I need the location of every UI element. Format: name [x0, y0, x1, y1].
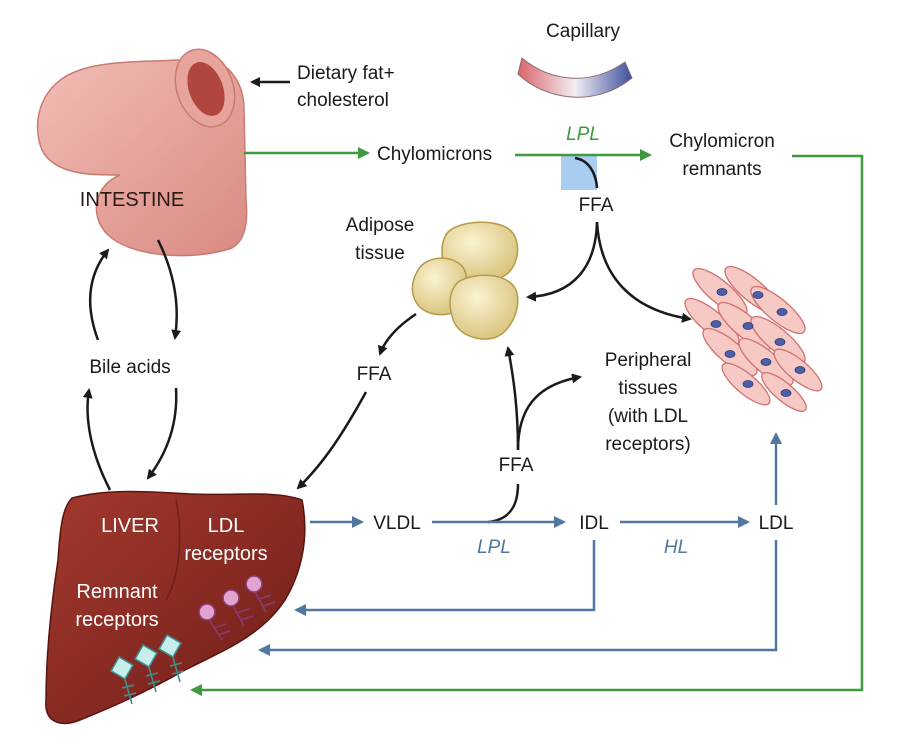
- adipose-label-line1: Adipose: [346, 215, 415, 236]
- ldl-label: LDL: [759, 513, 794, 534]
- lpl-bottom-label: LPL: [477, 537, 511, 558]
- ffa-to-liver-arrow: [296, 391, 368, 490]
- remnant-receptors-label-line2: receptors: [75, 609, 158, 631]
- intestine-to-bile-arrow: [156, 239, 182, 340]
- dietary-label-line1: Dietary fat+: [297, 63, 395, 84]
- liver-icon: [45, 490, 306, 725]
- ffa-to-adipose-arrow: [526, 221, 599, 302]
- ffa-mid-label: FFA: [499, 455, 534, 476]
- ffa-to-peripheral-arrow: [516, 373, 582, 451]
- adipose-to-ffa-arrow: [377, 312, 417, 356]
- intestine-label: INTESTINE: [80, 189, 184, 211]
- ffa-release-curve: [574, 156, 599, 189]
- ldl-to-liver-arrow: [258, 540, 778, 656]
- chylo-remnants-label-line1: Chylomicron: [669, 131, 775, 152]
- peripheral-label-line1: Peripheral: [605, 350, 692, 371]
- bile-acids-label: Bile acids: [89, 357, 170, 378]
- chylomicrons-label: Chylomicrons: [377, 144, 492, 165]
- ldl-receptor-icons: [198, 575, 276, 641]
- liver-to-bile-arrow: [82, 388, 112, 491]
- chylo-remnants-label-line2: remnants: [682, 159, 761, 180]
- adipose-tissue-icon: [411, 221, 519, 340]
- dietary-label-line2: cholesterol: [297, 90, 389, 111]
- ffa-to-adipose-up-arrow: [504, 346, 520, 451]
- intestine-icon: [36, 48, 248, 257]
- peripheral-label-line4: receptors): [605, 434, 691, 455]
- remnant-receptors-label-line1: Remnant: [76, 581, 158, 603]
- ldl-receptors-label-line2: receptors: [184, 543, 267, 565]
- idl-to-liver-arrow: [294, 540, 596, 616]
- peripheral-tissue-icon: [684, 265, 823, 412]
- bile-to-intestine-arrow: [88, 248, 110, 341]
- bile-to-liver-arrow: [146, 387, 178, 480]
- vldl-label: VLDL: [373, 513, 421, 534]
- capillary-icon: [517, 57, 633, 98]
- cell-nuclei: [710, 288, 806, 397]
- liver-label: LIVER: [101, 515, 159, 537]
- liver-lobe-line: [165, 499, 181, 601]
- lpl-top-label: LPL: [566, 124, 600, 145]
- ffa-to-muscle-arrow: [595, 221, 692, 323]
- adipose-label-line2: tissue: [355, 243, 405, 264]
- ffa-left-label: FFA: [357, 364, 392, 385]
- peripheral-label-line3: (with LDL: [608, 406, 688, 427]
- ldl-receptors-label-line1: LDL: [208, 515, 245, 537]
- idl-label: IDL: [579, 513, 609, 534]
- peripheral-label-line2: tissues: [618, 378, 677, 399]
- ffa-top-label: FFA: [579, 195, 614, 216]
- capillary-label: Capillary: [546, 21, 620, 42]
- vldl-ffa-release-curve: [487, 483, 520, 524]
- remnants-to-liver-arrow: [190, 154, 864, 696]
- remnant-receptor-icons: [109, 633, 185, 705]
- hl-label: HL: [664, 537, 688, 558]
